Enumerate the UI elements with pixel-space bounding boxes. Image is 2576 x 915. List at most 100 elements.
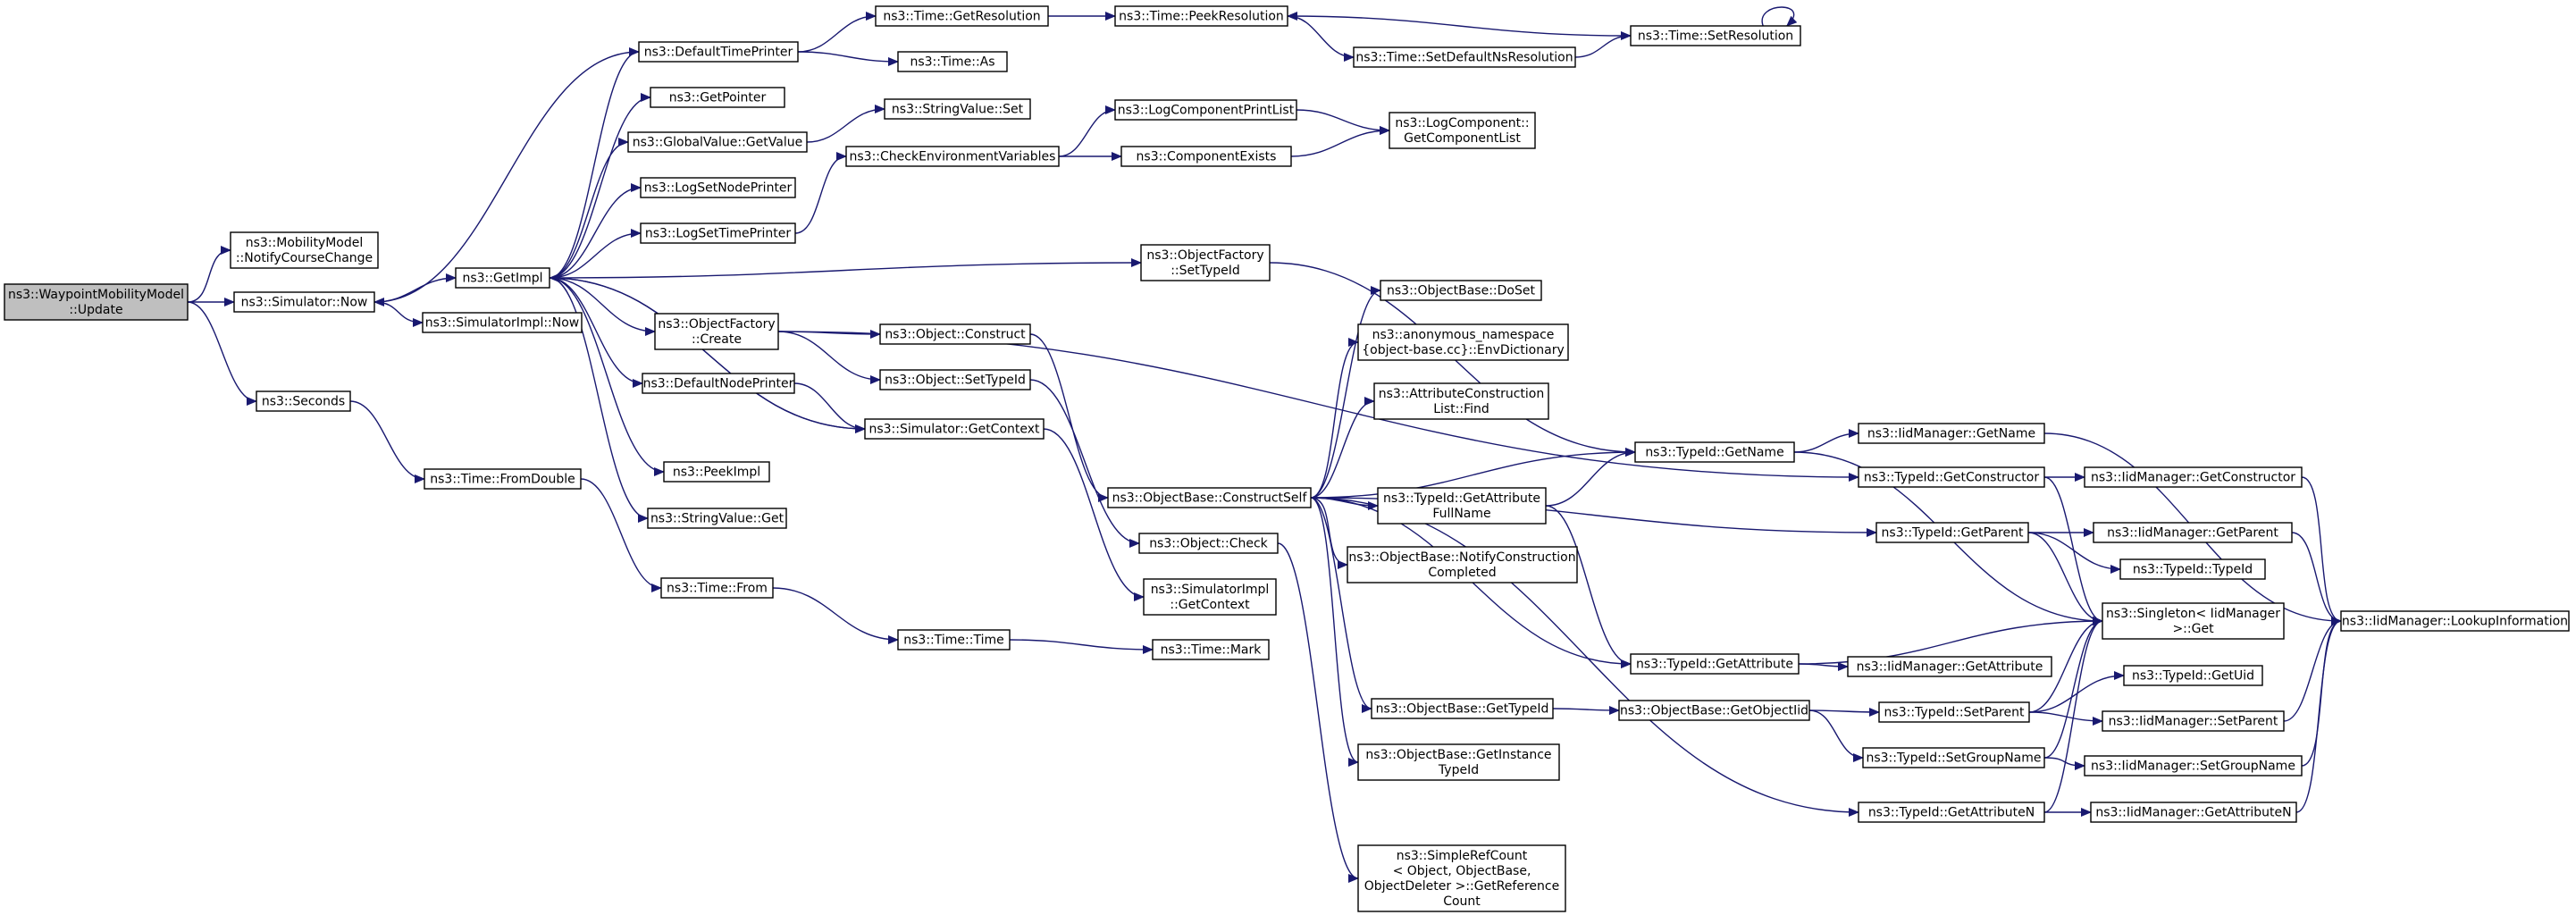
graph-node-typeid-getuid[interactable]: ns3::TypeId::GetUid — [2123, 665, 2263, 686]
node-label: ns3::SimulatorImpl::Now — [425, 316, 580, 331]
node-box — [1875, 522, 2029, 543]
graph-node-singleton-get[interactable]: ns3::Singleton< IidManager>::Get — [2102, 602, 2285, 640]
graph-node-iidmanager-lookupinfo[interactable]: ns3::IidManager::LookupInformation — [2340, 610, 2570, 632]
node-label: >::Get — [2172, 622, 2214, 636]
graph-node-time-setresolution[interactable]: ns3::Time::SetResolution — [1630, 25, 1801, 46]
graph-node-time-mark[interactable]: ns3::Time::Mark — [1152, 639, 1270, 660]
node-label: ns3::IidManager::SetParent — [2109, 715, 2278, 729]
node-label: ns3::Time::FromDouble — [430, 473, 575, 487]
node-label: ns3::LogComponent:: — [1395, 116, 1529, 130]
graph-node-object-construct[interactable]: ns3::Object::Construct — [879, 323, 1031, 345]
node-box — [1373, 382, 1549, 420]
graph-node-stringvalue-set[interactable]: ns3::StringValue::Set — [884, 98, 1031, 120]
graph-node-check-env-vars[interactable]: ns3::CheckEnvironmentVariables — [845, 146, 1060, 167]
node-box — [638, 41, 799, 63]
graph-node-objbase-constructself[interactable]: ns3::ObjectBase::ConstructSelf — [1107, 487, 1312, 508]
graph-node-seconds[interactable]: ns3::Seconds — [256, 390, 351, 412]
node-box — [654, 313, 779, 350]
graph-node-default-node-printer[interactable]: ns3::DefaultNodePrinter — [642, 373, 795, 394]
graph-node-object-check[interactable]: ns3::Object::Check — [1138, 533, 1279, 554]
node-label: ns3::AttributeConstruction — [1379, 387, 1544, 401]
graph-edge-objbase-constructself-to-objbase-getinstancetypeid — [1310, 497, 1359, 767]
graph-node-time-setdefaultnsres[interactable]: ns3::Time::SetDefaultNsResolution — [1353, 46, 1576, 68]
graph-node-sim-getcontext[interactable]: ns3::Simulator::GetContext — [864, 418, 1045, 440]
node-box — [1152, 639, 1270, 660]
graph-edge-typeid-setparent-to-typeid-getuid — [2028, 671, 2125, 713]
node-layer: ns3::WaypointMobilityModel::Update ns3::M… — [4, 5, 2570, 912]
graph-node-mm-notify[interactable]: ns3::MobilityModel::NotifyCourseChange — [230, 231, 379, 269]
graph-node-objbase-gettypeid[interactable]: ns3::ObjectBase::GetTypeId — [1371, 698, 1554, 719]
graph-edge-getimpl-to-peekimpl — [549, 277, 665, 476]
node-label: ns3::GetPointer — [669, 91, 767, 105]
graph-node-time-time[interactable]: ns3::Time::Time — [897, 629, 1011, 651]
graph-node-anon-envdictionary[interactable]: ns3::anonymous_namespace{object-base.cc}… — [1357, 323, 1569, 361]
graph-node-typeid-getname[interactable]: ns3::TypeId::GetName — [1634, 441, 1795, 463]
node-label: ns3::anonymous_namespace — [1372, 328, 1555, 342]
graph-node-time-getresolution[interactable]: ns3::Time::GetResolution — [875, 5, 1049, 27]
node-box — [897, 51, 1008, 72]
graph-edge-typeid-getparent-to-singleton-get — [2027, 532, 2103, 625]
node-label: ns3::StringValue::Set — [892, 103, 1024, 117]
node-box — [1630, 25, 1801, 46]
graph-node-simimpl-getcontext[interactable]: ns3::SimulatorImpl::GetContext — [1143, 578, 1277, 616]
graph-node-log-set-node-printer[interactable]: ns3::LogSetNodePrinter — [640, 177, 796, 198]
graph-node-typeid-setgroupname[interactable]: ns3::TypeId::SetGroupName — [1862, 747, 2045, 768]
graph-node-get-pointer[interactable]: ns3::GetPointer — [650, 87, 785, 108]
graph-node-iidmanager-getname[interactable]: ns3::IidManager::GetName — [1858, 423, 2045, 444]
graph-node-typeid-getattribute[interactable]: ns3::TypeId::GetAttribute — [1630, 653, 1800, 675]
graph-node-time-from[interactable]: ns3::Time::From — [660, 577, 774, 599]
graph-node-wmm-update[interactable]: ns3::WaypointMobilityModel::Update — [4, 283, 189, 321]
graph-node-iidmanager-getattribute[interactable]: ns3::IidManager::GetAttribute — [1847, 656, 2052, 677]
graph-edge-objbase-constructself-to-anon-envdictionary — [1310, 338, 1359, 499]
node-label: Count — [1443, 894, 1481, 909]
graph-node-default-time-printer[interactable]: ns3::DefaultTimePrinter — [638, 41, 799, 63]
graph-node-simimpl-now[interactable]: ns3::SimulatorImpl::Now — [422, 312, 583, 333]
graph-node-iidmanager-setparent[interactable]: ns3::IidManager::SetParent — [2102, 710, 2285, 732]
graph-node-iidmanager-setgroupname[interactable]: ns3::IidManager::SetGroupName — [2084, 755, 2303, 776]
graph-node-logcomponent-getlist[interactable]: ns3::LogComponent::GetComponentList — [1389, 112, 1536, 149]
graph-node-typeid-getattributen[interactable]: ns3::TypeId::GetAttributeN — [1858, 802, 2045, 823]
graph-node-simplerefcount[interactable]: ns3::SimpleRefCount< Object, ObjectBase,… — [1357, 844, 1566, 912]
node-box — [897, 629, 1011, 651]
graph-node-time-fromdouble[interactable]: ns3::Time::FromDouble — [424, 468, 582, 490]
graph-node-stringvalue-get[interactable]: ns3::StringValue::Get — [647, 508, 787, 529]
graph-edge-wmm-update-to-seconds — [187, 301, 257, 406]
graph-edge-sim-getcontext-to-getimpl — [549, 273, 866, 430]
node-label: ns3::Time::From — [667, 582, 768, 596]
graph-edge-objbase-getobjectiid-to-typeid-setgroupname — [1808, 709, 1864, 762]
graph-edge-typeid-getattrfullname-to-typeid-getattribute — [1545, 505, 1632, 668]
graph-node-objfactory-create[interactable]: ns3::ObjectFactory::Create — [654, 313, 779, 350]
graph-node-time-peekresolution[interactable]: ns3::Time::PeekResolution — [1114, 5, 1288, 27]
node-box — [845, 146, 1060, 167]
graph-node-component-exists[interactable]: ns3::ComponentExists — [1120, 146, 1292, 167]
graph-node-typeid-getconstructor[interactable]: ns3::TypeId::GetConstructor — [1858, 466, 2045, 488]
graph-node-iidmanager-getparent[interactable]: ns3::IidManager::GetParent — [2093, 522, 2293, 543]
graph-node-iidmanager-getconstructor[interactable]: ns3::IidManager::GetConstructor — [2084, 466, 2303, 488]
graph-node-objbase-notifyconstruction[interactable]: ns3::ObjectBase::NotifyConstructionCompl… — [1347, 546, 1578, 583]
graph-node-objbase-doset[interactable]: ns3::ObjectBase::DoSet — [1380, 280, 1542, 301]
graph-node-object-settypeid[interactable]: ns3::Object::SetTypeId — [879, 369, 1031, 390]
graph-edge-typeid-setparent-to-singleton-get — [2028, 617, 2103, 713]
node-box — [1858, 802, 2045, 823]
graph-node-globalvalue-getvalue[interactable]: ns3::GlobalValue::GetValue — [627, 131, 808, 153]
graph-node-typeid-getparent[interactable]: ns3::TypeId::GetParent — [1875, 522, 2029, 543]
graph-node-iidmanager-getattributen[interactable]: ns3::IidManager::GetAttributeN — [2090, 802, 2297, 823]
graph-edge-objfactory-create-to-object-settypeid — [777, 331, 881, 384]
node-label: GetComponentList — [1404, 131, 1521, 146]
graph-node-objfactory-settypeid[interactable]: ns3::ObjectFactory::SetTypeId — [1140, 244, 1271, 281]
graph-node-getimpl[interactable]: ns3::GetImpl — [455, 267, 550, 289]
graph-edge-default-time-printer-to-time-getresolution — [797, 12, 877, 53]
graph-node-typeid-typeid[interactable]: ns3::TypeId::TypeId — [2119, 558, 2266, 580]
graph-node-sim-now[interactable]: ns3::Simulator::Now — [233, 291, 375, 313]
graph-node-typeid-setparent[interactable]: ns3::TypeId::SetParent — [1878, 701, 2030, 723]
graph-node-log-set-time-printer[interactable]: ns3::LogSetTimePrinter — [640, 222, 796, 244]
node-label: ns3::TypeId::GetParent — [1882, 526, 2024, 541]
graph-node-peekimpl[interactable]: ns3::PeekImpl — [663, 461, 770, 483]
node-label: ns3::WaypointMobilityModel — [8, 288, 184, 302]
graph-node-time-as[interactable]: ns3::Time::As — [897, 51, 1008, 72]
graph-node-objbase-getobjectiid[interactable]: ns3::ObjectBase::GetObjectIid — [1618, 700, 1810, 721]
graph-node-log-component-printlist[interactable]: ns3::LogComponentPrintList — [1114, 99, 1297, 121]
